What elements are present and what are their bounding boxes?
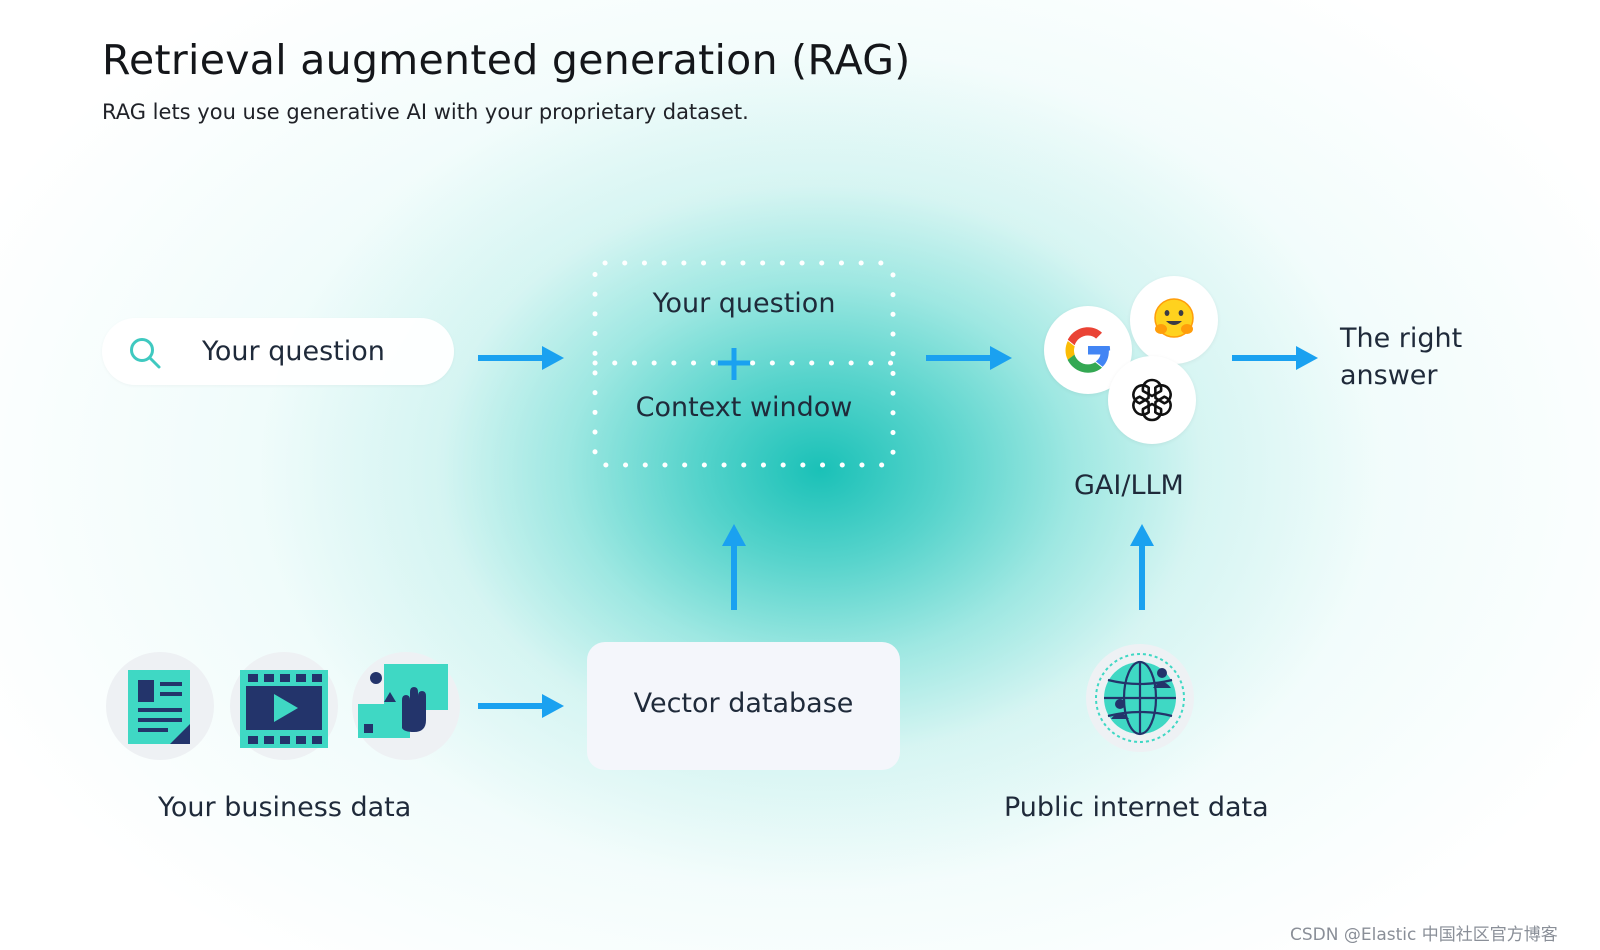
- media-icon: [352, 652, 460, 760]
- google-icon: [1065, 327, 1111, 373]
- answer-label-line1: The right: [1340, 323, 1463, 354]
- arrow-llm-to-answer: [1232, 346, 1318, 370]
- hugging-face-icon: [1154, 298, 1194, 338]
- answer-label-line2: answer: [1340, 360, 1438, 391]
- arrow-business-data-to-vector-db: [478, 694, 564, 718]
- video-icon: [230, 652, 338, 760]
- page-subtitle: RAG lets you use generative AI with your…: [102, 100, 749, 124]
- plus-icon: [718, 348, 750, 380]
- vector-database-node: Vector database: [587, 642, 900, 770]
- arrow-context-to-llm: [926, 346, 1012, 370]
- arrow-public-data-to-llm: [1130, 524, 1154, 610]
- globe-icon: [1086, 644, 1194, 752]
- watermark: CSDN @Elastic 中国社区官方博客: [1290, 925, 1558, 945]
- business-data-label: Your business data: [158, 792, 412, 823]
- llm-label: GAI/LLM: [1074, 470, 1184, 501]
- context-window-label: Context window: [635, 392, 853, 423]
- vector-database-label: Vector database: [633, 688, 854, 719]
- context-question-label: Your question: [652, 288, 836, 319]
- openai-logo-circle: [1108, 356, 1196, 444]
- page-title: Retrieval augmented generation (RAG): [102, 36, 911, 84]
- arrow-vector-db-to-context: [722, 524, 746, 610]
- search-icon: [130, 338, 161, 369]
- question-input-node: Your question: [102, 318, 454, 385]
- context-window-node: Your question Context window: [590, 258, 898, 470]
- public-data-label: Public internet data: [1004, 792, 1269, 823]
- openai-icon: [1132, 378, 1172, 422]
- answer-node: The right answer: [1340, 320, 1462, 394]
- question-input-label: Your question: [202, 336, 385, 367]
- document-icon: [106, 652, 214, 760]
- arrow-question-to-context: [478, 346, 564, 370]
- context-window-border: [592, 260, 896, 468]
- hugging-face-logo-circle: [1130, 276, 1218, 364]
